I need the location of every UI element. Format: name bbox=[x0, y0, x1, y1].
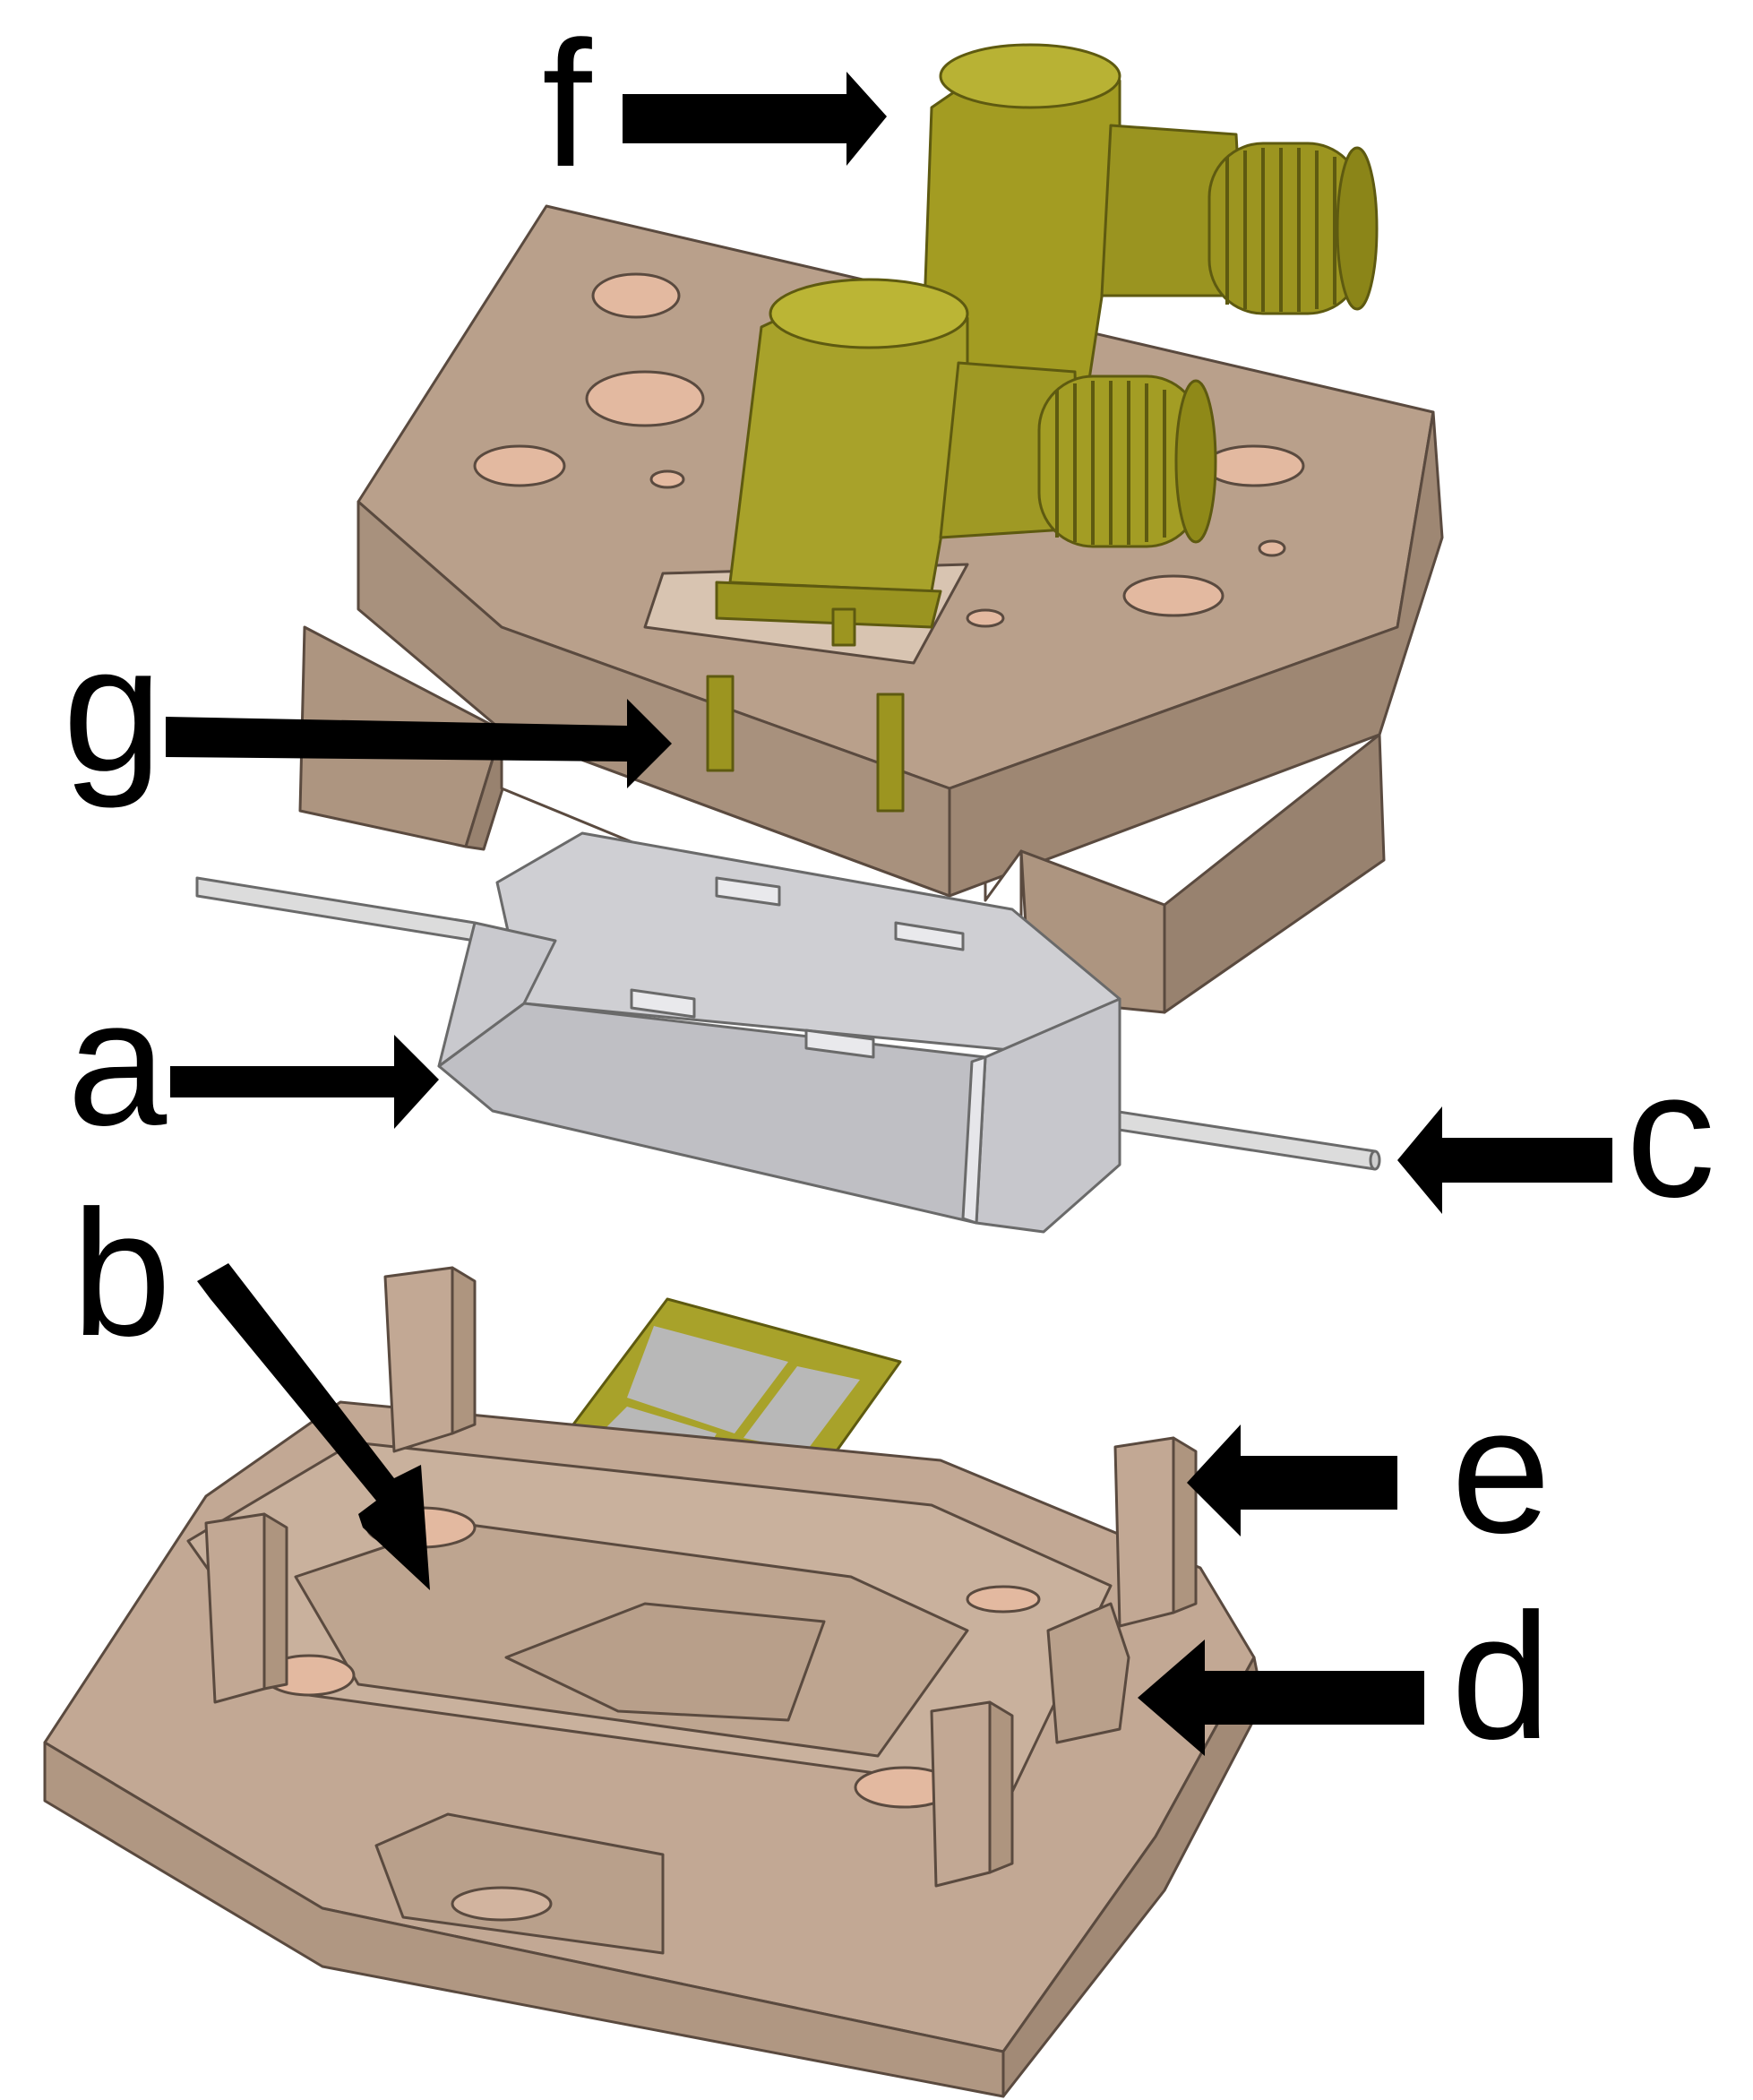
label-c: c bbox=[1626, 1035, 1715, 1235]
front-connector-thread bbox=[1037, 374, 1217, 548]
arrow-g bbox=[166, 699, 672, 788]
base-hole bbox=[966, 1585, 1041, 1614]
arrow-c bbox=[1397, 1106, 1612, 1214]
rear-connector-thread bbox=[1207, 142, 1379, 315]
alignment-post bbox=[1113, 1436, 1198, 1628]
rod-end bbox=[1369, 1149, 1381, 1171]
mount-hole bbox=[585, 370, 705, 427]
mount-hole bbox=[473, 444, 566, 487]
base-center-cavity bbox=[504, 1602, 826, 1722]
base-front-tab-hole bbox=[451, 1886, 553, 1922]
pcb-metal-pad bbox=[743, 1366, 860, 1451]
label-e: e bbox=[1451, 1371, 1551, 1571]
connector-pin bbox=[831, 607, 856, 647]
rear-connector-top bbox=[939, 43, 1121, 109]
label-g: g bbox=[63, 609, 162, 809]
block-slot bbox=[894, 921, 965, 951]
block-slot bbox=[804, 1028, 875, 1059]
upper-housing-right-leg-side bbox=[1163, 733, 1386, 1014]
base-side-clip bbox=[1046, 1602, 1130, 1744]
alignment-post bbox=[383, 1266, 477, 1453]
label-a: a bbox=[67, 963, 168, 1163]
arrow-e bbox=[1187, 1424, 1397, 1536]
mount-hole bbox=[1258, 539, 1286, 557]
label-b: b bbox=[72, 1174, 171, 1373]
arrow-a bbox=[170, 1035, 439, 1129]
rf-connectors bbox=[706, 43, 1379, 813]
middle-block bbox=[195, 831, 1381, 1234]
label-d: d bbox=[1451, 1577, 1551, 1777]
connector-pin bbox=[706, 675, 735, 772]
front-connector-top bbox=[769, 278, 969, 349]
rod bbox=[1082, 1105, 1377, 1171]
mount-hole bbox=[966, 608, 1005, 628]
mount-hole bbox=[649, 469, 685, 489]
connector-flange bbox=[715, 581, 942, 629]
label-f: f bbox=[542, 4, 592, 204]
bottom-base bbox=[43, 1266, 1265, 2098]
arrow-b bbox=[197, 1263, 430, 1590]
arrow-f bbox=[623, 72, 887, 166]
mount-hole bbox=[1203, 444, 1305, 487]
mount-hole bbox=[1122, 574, 1225, 617]
callout-labels: f g a c b e d bbox=[63, 4, 1715, 1777]
block-slot bbox=[715, 876, 781, 907]
arrow-d bbox=[1138, 1640, 1424, 1756]
connector-pin bbox=[876, 693, 905, 813]
alignment-post bbox=[204, 1512, 288, 1704]
block-right-step bbox=[961, 1055, 987, 1225]
block-left-wing bbox=[437, 921, 557, 1068]
base-front-tab bbox=[374, 1812, 665, 1955]
alignment-post bbox=[930, 1700, 1014, 1888]
callout-arrows bbox=[166, 72, 1612, 1756]
mount-hole bbox=[591, 272, 681, 319]
rod bbox=[195, 876, 477, 942]
pcb-metal-pad bbox=[627, 1326, 788, 1433]
block-slot bbox=[630, 988, 696, 1019]
